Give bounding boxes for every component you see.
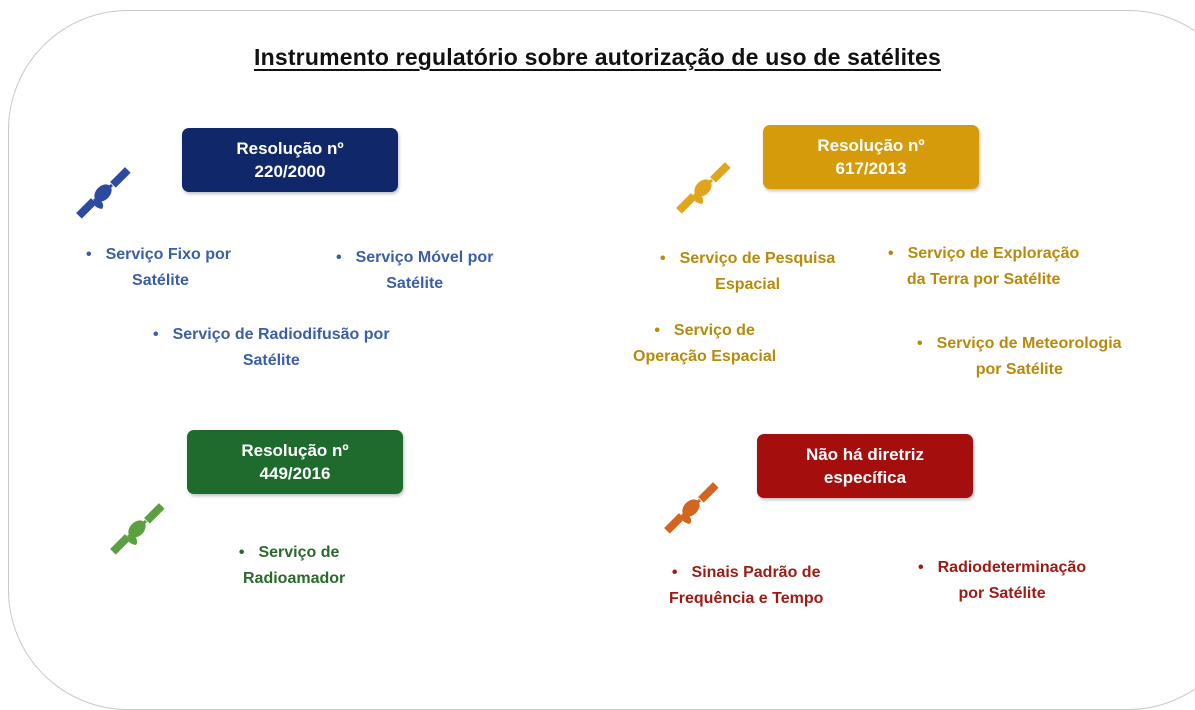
list-item: •Serviço Fixo por Satélite (86, 246, 231, 289)
list-item: •Serviço de Exploração da Terra por Saté… (888, 245, 1080, 288)
resolution-220-box: Resolução nº 220/2000 (182, 128, 398, 192)
list-item: •Radiodeterminação por Satélite (918, 559, 1087, 602)
page-title: Instrumento regulatório sobre autorizaçã… (253, 44, 942, 70)
box-line1: Resolução nº (236, 139, 344, 158)
box-line1: Resolução nº (241, 441, 349, 460)
no-directive-box: Não há diretriz específica (757, 434, 973, 498)
resolution-617-box: Resolução nº 617/2013 (763, 125, 979, 189)
satellite-icon (108, 501, 167, 557)
list-item: •Serviço Móvel por Satélite (336, 249, 494, 292)
box-line1: Não há diretriz (805, 445, 925, 464)
box-line2: 220/2000 (254, 162, 326, 181)
box-line2: 617/2013 (835, 159, 907, 178)
box-line1: Resolução nº (817, 136, 925, 155)
list-item: •Sinais Padrão de Frequência e Tempo (669, 564, 824, 607)
satellite-icon (674, 160, 733, 216)
box-line2: específica (823, 468, 907, 487)
list-item: •Serviço de Radiodifusão por Satélite (153, 326, 390, 369)
box-line2: 449/2016 (259, 464, 331, 483)
satellite-icon (74, 165, 133, 221)
resolution-449-box: Resolução nº 449/2016 (187, 430, 403, 494)
list-item: •Serviço de Pesquisa Espacial (660, 250, 836, 293)
list-item: •Serviço de Radioamador (238, 544, 346, 587)
list-item: •Serviço de Operação Espacial (633, 322, 777, 365)
list-item: •Serviço de Meteorologia por Satélite (917, 335, 1122, 378)
satellite-icon (662, 480, 721, 536)
